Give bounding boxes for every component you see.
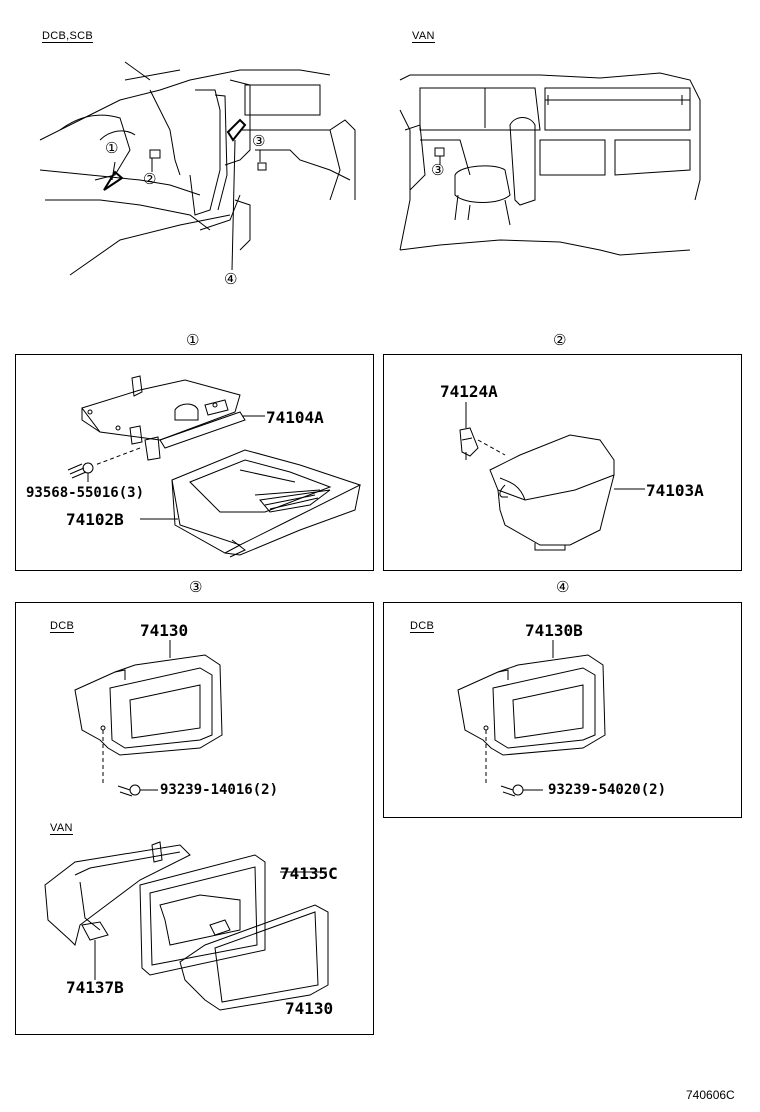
part-74130B: 74130B <box>525 621 583 640</box>
panel-1-glove-box <box>15 354 374 571</box>
callout-1: ① <box>105 139 119 157</box>
label-dcb-scb: DCB,SCB <box>42 30 93 43</box>
panel-4-ashtray <box>383 602 742 818</box>
label-van-panel3: VAN <box>50 822 73 835</box>
callout-2: ② <box>143 170 157 188</box>
part-93239-54020: 93239-54020(2) <box>548 782 667 798</box>
label-dcb-panel4: DCB <box>410 620 435 633</box>
panel-header-3: ③ <box>189 578 203 596</box>
callout-3: ③ <box>252 132 266 150</box>
part-74102B: 74102B <box>66 510 124 529</box>
callout-4: ④ <box>224 270 238 288</box>
cab-interior-sketch <box>39 61 701 276</box>
callout-3-van: ③ <box>431 161 445 179</box>
panel-header-2: ② <box>553 331 567 349</box>
panel-header-1: ① <box>186 331 200 349</box>
footer-code: 740606C <box>686 1088 735 1102</box>
panel-3-ashtray <box>15 602 374 1035</box>
part-93239-14016: 93239-14016(2) <box>160 782 279 798</box>
part-74104A: 74104A <box>266 408 324 427</box>
label-van-top: VAN <box>412 30 435 43</box>
part-74137B: 74137B <box>66 978 124 997</box>
part-74135C: 74135C <box>280 864 338 883</box>
panel-header-4: ④ <box>556 578 570 596</box>
part-74103A: 74103A <box>646 481 704 500</box>
part-74124A: 74124A <box>440 382 498 401</box>
part-93568-55016: 93568-55016(3) <box>26 485 145 501</box>
panel-2-console-box <box>383 354 742 571</box>
part-74130-van: 74130 <box>285 999 334 1018</box>
part-74130-dcb: 74130 <box>140 621 189 640</box>
label-dcb-panel3: DCB <box>50 620 75 633</box>
